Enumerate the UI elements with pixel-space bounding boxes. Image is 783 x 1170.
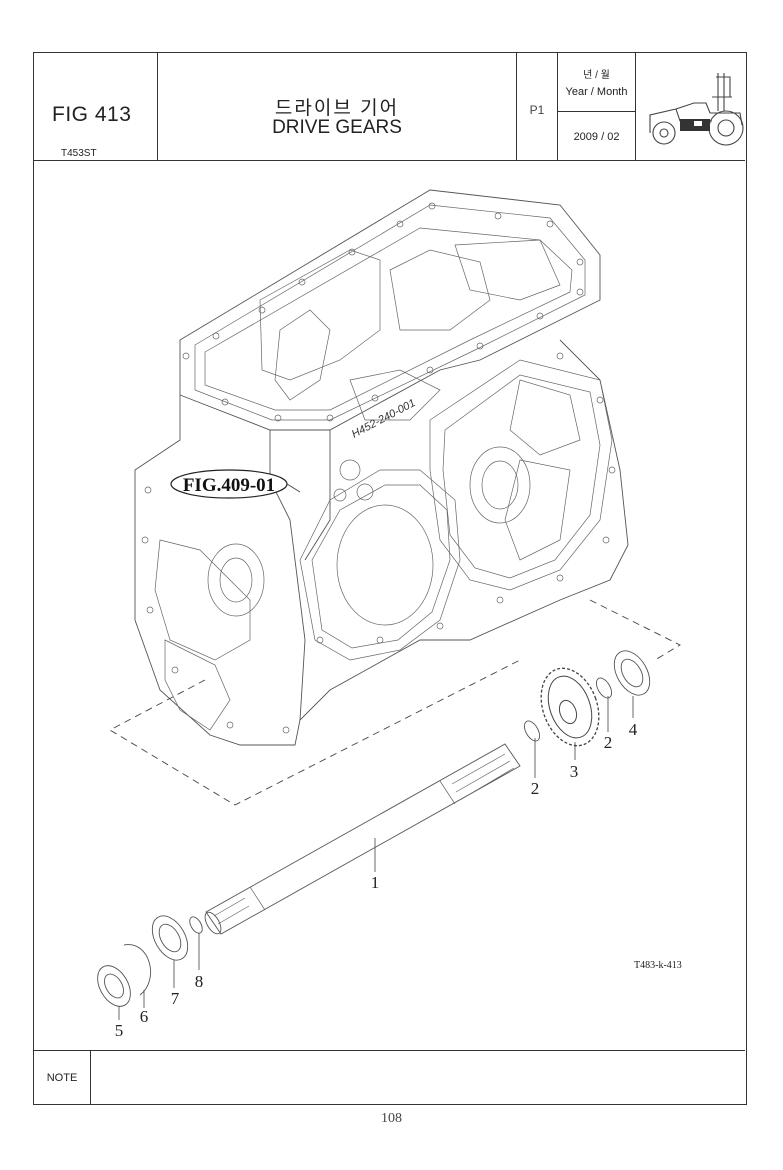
date-divider — [558, 111, 635, 112]
title-korean: 드라이브 기어 — [274, 98, 400, 119]
page-label: P1 — [529, 103, 545, 117]
callout-4: 4 — [629, 720, 638, 739]
seal — [97, 965, 131, 1007]
drawing-frame: FIG 413 T453ST 드라이브 기어 DRIVE GEARS P1 년 … — [33, 52, 747, 1105]
page-number: 108 — [381, 1111, 402, 1126]
year-month-value: 2009 / 02 — [573, 131, 620, 143]
assembly-guide-right — [589, 599, 681, 661]
fig-number: FIG 413 — [52, 103, 132, 126]
figure-reference: FIG.409-01 — [170, 469, 301, 499]
year-month-korean: 년 / 월 — [583, 70, 610, 81]
page-cell: P1 — [517, 53, 558, 160]
washer — [189, 916, 203, 934]
note-label: NOTE — [34, 1051, 91, 1105]
title-cell: 드라이브 기어 DRIVE GEARS — [158, 53, 517, 160]
assembly-guide-left — [109, 659, 521, 806]
drawing-code: T483-k-413 — [634, 960, 682, 971]
model-code: T453ST — [61, 148, 97, 159]
drive-shaft — [204, 743, 521, 935]
drive-gear — [540, 667, 600, 747]
reference-label: FIG.409-01 — [183, 475, 275, 496]
callout-6: 6 — [140, 1007, 149, 1026]
front-bearing — [151, 915, 189, 961]
callout-1: 1 — [371, 873, 380, 892]
transmission-case: H452-240-001 — [134, 189, 629, 746]
logo-cell — [636, 53, 745, 160]
leader-lines — [118, 696, 634, 1020]
callout-numbers: 1 2 2 3 4 5 6 7 8 — [115, 720, 638, 1040]
title-block: FIG 413 T453ST 드라이브 기어 DRIVE GEARS P1 년 … — [34, 53, 745, 161]
tractor-icon — [649, 73, 744, 146]
callout-3: 3 — [570, 762, 579, 781]
callout-5: 5 — [115, 1021, 124, 1040]
callout-7: 7 — [171, 989, 180, 1008]
bearing — [613, 650, 651, 696]
year-month-label: Year / Month — [565, 86, 628, 98]
retaining-ring — [123, 944, 151, 996]
callout-2: 2 — [604, 733, 613, 752]
fig-cell: FIG 413 T453ST — [34, 53, 158, 160]
casting-mark: H452-240-001 — [350, 397, 418, 441]
snap-ring — [523, 720, 541, 742]
callout-2: 2 — [531, 779, 540, 798]
snap-ring — [595, 677, 613, 699]
title-english: DRIVE GEARS — [272, 117, 402, 138]
date-cell: 년 / 월 Year / Month 2009 / 02 — [558, 53, 636, 160]
callout-8: 8 — [195, 972, 204, 991]
note-row: NOTE — [34, 1050, 745, 1105]
